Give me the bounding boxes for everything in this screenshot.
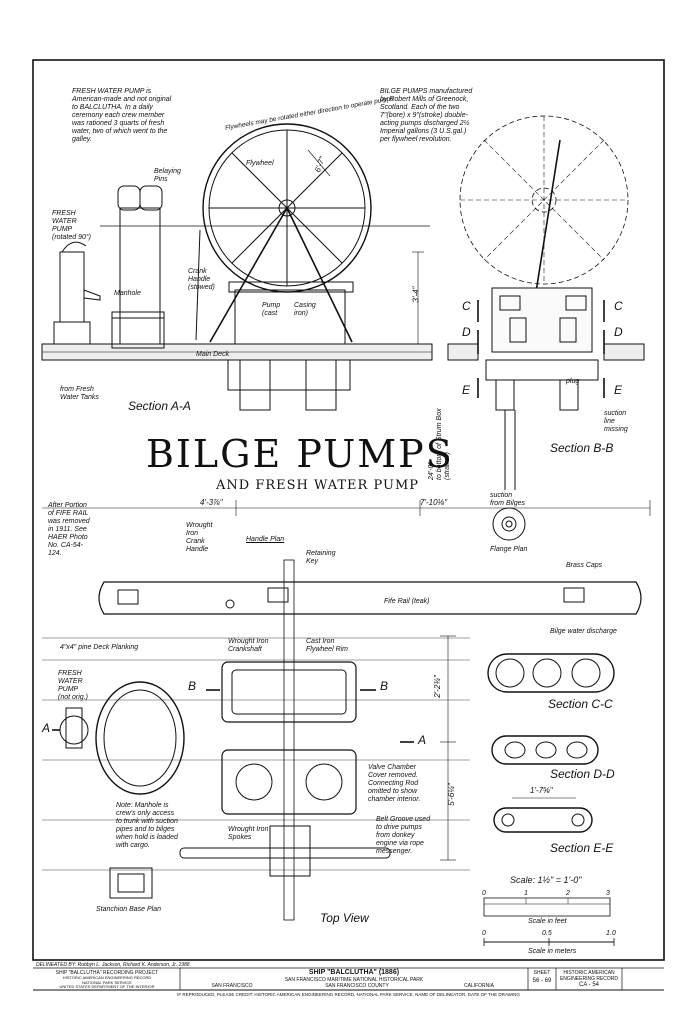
titleblock-county: SAN FRANCISCO COUNTY [325,983,389,989]
label-wrought-crank: Wrought Iron Crank Handle [186,522,213,553]
label-from-fresh-water: from Fresh Water Tanks [60,386,99,401]
section-aa-title: Section A-A [128,399,191,413]
cut-mark-e-left: E [462,383,471,397]
drawing-subtitle: AND FRESH WATER PUMP [216,478,419,493]
cut-mark-d-left: D [462,325,471,339]
section-bb-drawing [447,115,645,490]
note-belt-groove: Belt Groove used to drive pumps from don… [376,816,431,855]
label-main-deck: Main Deck [196,351,230,358]
label-plug: plug [566,378,580,385]
dimension-1-7: 1'-7⅝" [530,786,553,795]
label-stanchion: Stanchion Base Plan [96,906,161,913]
cut-mark-c-left: C [462,299,471,313]
scale-feet-tick-3: 3 [606,890,610,897]
label-suction-missing: suction line missing [604,410,628,433]
section-ee-title: Section E-E [550,841,614,855]
drawing-title: BILGE PUMPS [146,432,454,476]
label-crankshaft: Wrought Iron Crankshaft [228,638,269,653]
section-cc-title: Section C-C [548,697,613,711]
scale-feet-tick-2: 2 [566,890,570,897]
cut-mark-a-left: A [42,721,51,735]
scale-meters-label: Scale in meters [528,948,577,955]
dimension-2-2: 2'-2¾" [432,675,442,698]
label-bilge-discharge: Bilge water discharge [550,628,617,635]
label-flange-plan: Flange Plan [490,546,528,553]
titleblock-park: SAN FRANCISCO MARITIME NATIONAL HISTORIC… [284,977,424,983]
label-handle-plan: Handle Plan [246,536,285,543]
note-fresh-water-pump: FRESH WATER PUMP is American-made and no… [72,88,172,143]
dimension-5-6: 5'-6¼" [446,783,456,806]
titleblock-project: SHIP "BALCLUTHA" RECORDING PROJECT [55,970,159,976]
note-manhole: Note: Manhole is crew's only access to t… [116,802,178,849]
flange-plan-drawing [492,507,526,541]
label-crank-handle: Crank Handle (stowed) [188,268,215,291]
scale-text: Scale: 1½" = 1'-0" [510,875,582,885]
titleblock-city: SAN FRANCISCO [211,983,253,989]
label-fife-rail: Fife Rail (teak) [384,598,430,605]
section-aa-drawing [41,123,433,411]
cut-mark-d-right: D [614,325,623,339]
titleblock-state: CALIFORNIA [463,983,494,989]
scale-meter-tick-2: 1.0 [606,930,616,937]
label-spokes: Wrought Iron Spokes [228,826,269,841]
titleblock-dept: HISTORIC AMERICAN ENGINEERING RECORD NAT… [59,975,155,989]
titleblock-delineated: DELINEATED BY: Robbyn L. Jackson, Richar… [36,962,190,968]
label-flywheel: Flywheel [246,160,274,167]
dimension-3-4: 3'-4" [411,286,421,303]
label-flywheel-rim: Cast Iron Flywheel Rim [306,638,349,653]
section-cde-drawing [487,653,615,833]
scale-bars [483,897,615,946]
note-bilge-pumps: BILGE PUMPS manufactured by Robert Mills… [380,88,473,143]
label-brass-caps: Brass Caps [566,562,603,569]
label-casing-iron: Casing iron) [294,302,316,317]
label-pump-cast: Pump (cast [262,302,281,317]
titleblock-haer-no: CA - 54 [578,982,599,988]
cut-mark-b-right: B [380,679,389,693]
note-fife-rail-removed: After Portion of FIFE RAIL was removed i… [48,502,90,557]
titleblock-sheet: 56 - 69 [532,978,552,984]
titleblock-ship: SHIP "BALCLUTHA" (1886) [308,969,400,976]
label-strum-box: 24'-0" to bottom of Strum Box (strainer) [428,408,451,480]
dimension-4-3: 4'-3⅞" [200,498,223,507]
label-belaying-pins: Belaying Pins [154,168,181,183]
scale-meter-tick-0: 0 [482,930,486,937]
label-fresh-water-pump-rotated: FRESH WATER PUMP (rotated 90°) [52,210,91,241]
cut-mark-b-left: B [188,679,197,693]
dimension-7-10: 7'-10⅛" [420,498,448,507]
note-valve-chamber: Valve Chamber Cover removed. Connecting … [368,764,421,803]
label-fresh-water-pump-top: FRESH WATER PUMP (not orig.) [58,670,88,701]
titleblock-credit: IF REPRODUCED, PLEASE CREDIT: HISTORIC A… [177,992,520,997]
titleblock-haer: HISTORIC AMERICAN ENGINEERING RECORD [559,970,619,982]
label-retaining-key: Retaining Key [306,550,336,565]
scale-feet-tick-1: 1 [524,890,528,897]
top-view-title: Top View [320,911,369,925]
label-manhole: Manhole [114,290,141,297]
label-suction-bilges: suction from Bilges [490,492,526,507]
label-deck-planking: 4"x4" pine Deck Planking [60,644,139,651]
scale-feet-tick-0: 0 [482,890,486,897]
section-dd-title: Section D-D [550,767,615,781]
cut-mark-c-right: C [614,299,623,313]
titleblock-sheet-label: SHEET [533,970,551,976]
section-bb-title: Section B-B [550,441,614,455]
scale-feet-label: Scale in feet [528,918,567,925]
scale-meter-tick-1: 0.5 [542,930,552,937]
cut-mark-e-right: E [614,383,623,397]
top-view-drawing [42,559,642,921]
cut-mark-a-right: A [418,733,427,747]
